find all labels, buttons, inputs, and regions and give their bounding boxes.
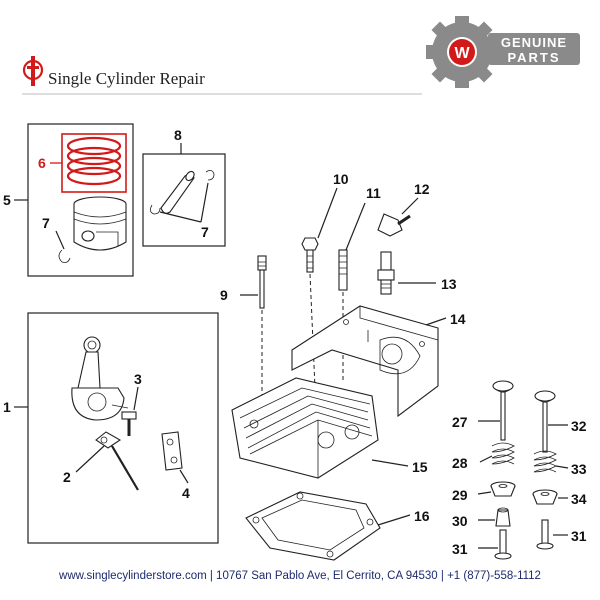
single-cylinder-repair-logo[interactable]: Single Cylinder Repair <box>22 56 205 88</box>
callout-15: 15 <box>412 459 428 475</box>
w-logo-icon: W <box>449 39 475 65</box>
exhaust-stud-part[interactable] <box>338 249 348 291</box>
intake-valve-tappet-part[interactable] <box>494 529 512 560</box>
callout-5: 5 <box>3 192 11 208</box>
callout-1: 1 <box>3 399 11 415</box>
exhaust-spring-retainer-part[interactable] <box>532 489 558 505</box>
piston-pin-clips-part[interactable] <box>150 170 215 215</box>
callout-34: 34 <box>571 491 587 507</box>
connecting-rod-group[interactable]: 1 3 2 4 <box>3 312 219 544</box>
callout-2: 2 <box>63 469 71 485</box>
badge-parts-text: PARTS <box>507 50 560 65</box>
brand-name: Single Cylinder Repair <box>48 69 205 88</box>
piston-pin-group-frame <box>142 153 226 247</box>
rod-bolt-part[interactable] <box>121 411 137 436</box>
exhaust-valve-tappet-part[interactable] <box>536 519 554 550</box>
cylinder-head-part[interactable] <box>231 377 379 479</box>
callout-33: 33 <box>571 461 587 477</box>
valve-stem-seal-part[interactable] <box>495 507 511 527</box>
callout-9: 9 <box>220 287 228 303</box>
connecting-rod-part[interactable] <box>71 336 129 421</box>
callout-8: 8 <box>174 127 182 143</box>
svg-text:W: W <box>454 45 470 62</box>
intake-valve-part[interactable] <box>492 380 514 441</box>
callout-31b: 31 <box>571 528 587 544</box>
callout-32: 32 <box>571 418 587 434</box>
store-footer[interactable]: www.singlecylinderstore.com | 10767 San … <box>59 570 541 582</box>
callout-28: 28 <box>452 455 468 471</box>
spark-plug-boot-part[interactable] <box>377 213 411 237</box>
callout-4: 4 <box>182 485 190 501</box>
piston-part[interactable] <box>73 196 127 251</box>
bolt-lock-plate-part[interactable] <box>161 431 183 471</box>
callout-16: 16 <box>414 508 430 524</box>
callout-10: 10 <box>333 171 349 187</box>
spark-plug-part[interactable] <box>377 251 395 295</box>
callout-12: 12 <box>414 181 430 197</box>
piston-pin-clip-part[interactable] <box>58 249 71 263</box>
genuine-parts-badge: W GENUINE PARTS <box>426 16 580 88</box>
piston-assembly-group[interactable]: 5 6 7 <box>3 123 134 277</box>
piston-pin-group[interactable]: 8 7 <box>142 127 226 247</box>
cylinder-head-shroud-part[interactable] <box>291 305 439 418</box>
logo-mark-icon <box>22 56 44 86</box>
intake-spring-retainer-part[interactable] <box>490 481 516 497</box>
piston-rings-part[interactable] <box>61 133 127 193</box>
callout-30: 30 <box>452 513 468 529</box>
piston-pin-part[interactable] <box>160 170 196 214</box>
callout-29: 29 <box>452 487 468 503</box>
badge-genuine-text: GENUINE <box>501 35 567 50</box>
connecting-rod-group-frame <box>27 312 219 544</box>
callout-13: 13 <box>441 276 457 292</box>
callout-7a: 7 <box>42 215 50 231</box>
exhaust-valve-part[interactable] <box>534 390 556 453</box>
callout-11: 11 <box>366 185 381 201</box>
oil-dipper-part[interactable] <box>95 431 139 491</box>
exhaust-valve-spring-part[interactable] <box>533 450 557 473</box>
callout-31a: 31 <box>452 541 468 557</box>
head-stud-part[interactable] <box>257 255 267 309</box>
callout-6: 6 <box>38 155 46 171</box>
head-bolt-part[interactable] <box>301 237 319 273</box>
callout-27: 27 <box>452 414 468 430</box>
callout-3: 3 <box>134 371 142 387</box>
intake-valve-spring-part[interactable] <box>491 442 515 465</box>
callout-7b: 7 <box>201 224 209 240</box>
callout-14: 14 <box>450 311 466 327</box>
head-gasket-part[interactable] <box>245 491 381 561</box>
